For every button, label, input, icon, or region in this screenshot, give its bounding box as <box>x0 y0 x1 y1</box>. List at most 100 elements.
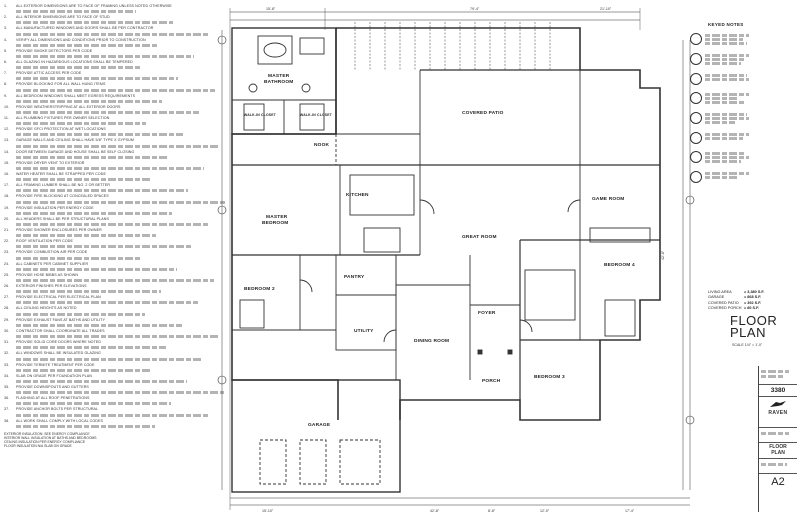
room-bedroom-4: BEDROOM 4 <box>604 262 635 268</box>
area-living-label: LIVING AREA <box>708 290 732 294</box>
company-name: RAVEN <box>768 410 788 416</box>
general-note: 3.ALL MANUFACTURED WINDOWS AND DOORS SHA… <box>4 26 154 31</box>
room-kitchen: KITCHEN <box>346 192 369 198</box>
key-symbol-5 <box>690 112 702 124</box>
sheet-title: FLOOR PLAN <box>759 443 797 459</box>
general-note: 29.PROVIDE EXHAUST FANS AT BATHS AND UTI… <box>4 317 106 322</box>
general-note: 8.PROVIDE BLOCKING FOR ALL WALL HUNG ITE… <box>4 82 106 87</box>
general-note: 37.PROVIDE ANCHOR BOLTS PER STRUCTURAL <box>4 407 99 412</box>
key-symbol-7 <box>690 151 702 163</box>
insulation-note: INTERIOR WALL INSULATION AT BATHS AND BE… <box>4 435 97 440</box>
general-note: 34.SLAB ON GRADE PER FOUNDATION PLAN <box>4 373 92 378</box>
area-patio-label: COVERED PATIO <box>708 300 739 305</box>
room-utility: UTILITY <box>354 328 374 334</box>
insulation-notes: EXTERIOR INSULATION: SEE ENERGY COMPLIAN… <box>4 432 226 448</box>
key-symbol-8 <box>690 171 702 183</box>
general-note: 15.PROVIDE DRYER VENT TO EXTERIOR <box>4 160 85 165</box>
dim-bottom-4: 12'-0" <box>540 509 550 513</box>
drawing-scale: SCALE 1/4" = 1'-0" <box>732 343 763 347</box>
general-note: 12.PROVIDE GFCI PROTECTION AT WET LOCATI… <box>4 127 106 132</box>
general-note: 21.PROVIDE SHOWER ENCLOSURES PER OWNER <box>4 228 102 233</box>
general-note: 17.ALL FRAMING LUMBER SHALL BE NO. 2 OR … <box>4 183 111 188</box>
key-symbol-4 <box>690 92 702 104</box>
key-symbol-2 <box>690 53 702 65</box>
general-note: 25.PROVIDE HOSE BIBBS AS SHOWN <box>4 272 79 277</box>
general-note: 10.PROVIDE WEATHERSTRIPPING AT ALL EXTER… <box>4 104 121 109</box>
dim-right-side: 42'-8" <box>661 250 665 260</box>
dim-top-right: 21'-10" <box>600 7 612 11</box>
key-symbol-6 <box>690 132 702 144</box>
general-note: 13.GARAGE WALLS AND CEILING SHALL HAVE 5… <box>4 138 134 143</box>
dim-bottom-3: 8'-8" <box>488 509 496 513</box>
general-note: 22.ROOF VENTILATION PER CODE <box>4 239 73 244</box>
sheet-number: A2 <box>771 476 785 488</box>
area-porch-value: = 80 S.F. <box>744 305 760 310</box>
area-porch-label: COVERED PORCH <box>708 305 742 310</box>
area-patio-value: = 392 S.F. <box>744 300 762 305</box>
room-foyer: FOYER <box>478 310 496 316</box>
general-note: 38.ALL WORK SHALL COMPLY WITH LOCAL CODE… <box>4 418 103 423</box>
general-note: 16.WATER HEATER SHALL BE STRAPPED PER CO… <box>4 172 106 177</box>
general-note: 14.DOOR BETWEEN GARAGE AND HOUSE SHALL B… <box>4 149 135 154</box>
general-note: 2.ALL INTERIOR DIMENSIONS ARE TO FACE OF… <box>4 15 110 20</box>
room-pantry: PANTRY <box>344 274 365 280</box>
general-note: 4.VERIFY ALL DIMENSIONS AND CONDITIONS P… <box>4 37 146 42</box>
general-note: 18.PROVIDE FIRE BLOCKING AT CONCEALED SP… <box>4 194 109 199</box>
general-note: 7.PROVIDE ATTIC ACCESS PER CODE <box>4 71 82 76</box>
general-notes: 1.ALL EXTERIOR DIMENSIONS ARE TO FACE OF… <box>4 4 226 512</box>
raven-icon <box>770 401 786 407</box>
general-note: 33.PROVIDE TERMITE TREATMENT PER CODE <box>4 362 95 367</box>
room-dining-room: DINING ROOM <box>414 338 449 344</box>
area-garage-value: = 868 S.F. <box>744 295 762 300</box>
room-garage: GARAGE <box>308 422 331 428</box>
room-covered-patio: COVERED PATIO <box>462 110 504 116</box>
general-note: 36.FLASHING AT ALL ROOF PENETRATIONS <box>4 396 90 401</box>
key-symbol-1 <box>690 33 702 45</box>
room-bedroom-3: BEDROOM 3 <box>534 374 565 380</box>
dim-bottom-5: 17'-4" <box>625 509 635 513</box>
room-nook: NOOK <box>314 142 330 148</box>
dim-bottom-2: 42'-8" <box>430 509 440 513</box>
key-symbol-3 <box>690 73 702 85</box>
area-summary: LIVING AREA= 3,380 S.F. GARAGE= 868 S.F.… <box>708 290 764 311</box>
general-note: 27.PROVIDE ELECTRICAL PER ELECTRICAL PLA… <box>4 295 101 300</box>
company-logo: RAVEN <box>759 397 797 428</box>
room-game-room: GAME ROOM <box>592 196 624 202</box>
general-note: 9.ALL BEDROOM WINDOWS SHALL MEET EGRESS … <box>4 93 136 98</box>
drawing-title-line2: PLAN <box>730 325 766 340</box>
keyed-notes-header: KEYED NOTES <box>708 22 744 27</box>
general-note: 26.EXTERIOR FINISHES PER ELEVATIONS <box>4 284 87 289</box>
room-great-room: GREAT ROOM <box>462 234 497 240</box>
room-walk-in-closet-right: WALK-IN CLOSET <box>300 113 333 117</box>
dim-bottom-1: 15'-10" <box>262 509 274 513</box>
general-note: 32.ALL WINDOWS SHALL BE INSULATED GLAZIN… <box>4 351 101 356</box>
general-note: 24.ALL CABINETS PER CABINET SUPPLIER <box>4 261 89 266</box>
drawing-title-line1: FLOOR <box>730 313 778 328</box>
general-note: 19.PROVIDE INSULATION PER ENERGY CODE <box>4 205 94 210</box>
room-porch: PORCH <box>482 378 501 384</box>
room-bedroom-2: BEDROOM 2 <box>244 286 275 292</box>
plan-number: 3380 <box>770 387 786 394</box>
general-note: 28.ALL CEILING HEIGHTS AS NOTED <box>4 306 77 311</box>
area-living-value: = 3,380 S.F. <box>744 290 765 294</box>
insulation-note: EXTERIOR INSULATION: SEE ENERGY COMPLIAN… <box>4 431 90 436</box>
general-note: 6.ALL GLAZING IN HAZARDOUS LOCATIONS SHA… <box>4 60 133 65</box>
insulation-note: CEILING INSULATION PER ENERGY COMPLIANCE <box>4 439 86 444</box>
room-walk-in-closet-left: WALK-IN CLOSET <box>244 113 277 117</box>
title-block: 3380 RAVEN FLOOR PLAN A2 <box>758 366 797 512</box>
dim-top-left: 15'-8" <box>266 7 276 11</box>
general-note: 31.PROVIDE SOLID CORE DOORS WHERE NOTED <box>4 340 102 345</box>
general-note: 5.PROVIDE SMOKE DETECTORS PER CODE <box>4 48 93 53</box>
general-note: 35.PROVIDE DOWNSPOUTS AND GUTTERS <box>4 384 89 389</box>
keyed-notes: KEYED NOTES <box>690 22 756 282</box>
general-note: 11.ALL PLUMBING FIXTURES PER OWNER SELEC… <box>4 116 110 121</box>
insulation-note: FLOOR INSULATION N/A SLAB ON GRADE <box>4 443 72 448</box>
general-note: 30.CONTRACTOR SHALL COORDINATE ALL TRADE… <box>4 328 105 333</box>
drawing-title: FLOOR PLAN <box>730 313 778 340</box>
general-note: 20.ALL HEADERS SHALL BE PER STRUCTURAL P… <box>4 216 109 221</box>
general-note: 23.PROVIDE COMBUSTION AIR PER CODE <box>4 250 88 255</box>
